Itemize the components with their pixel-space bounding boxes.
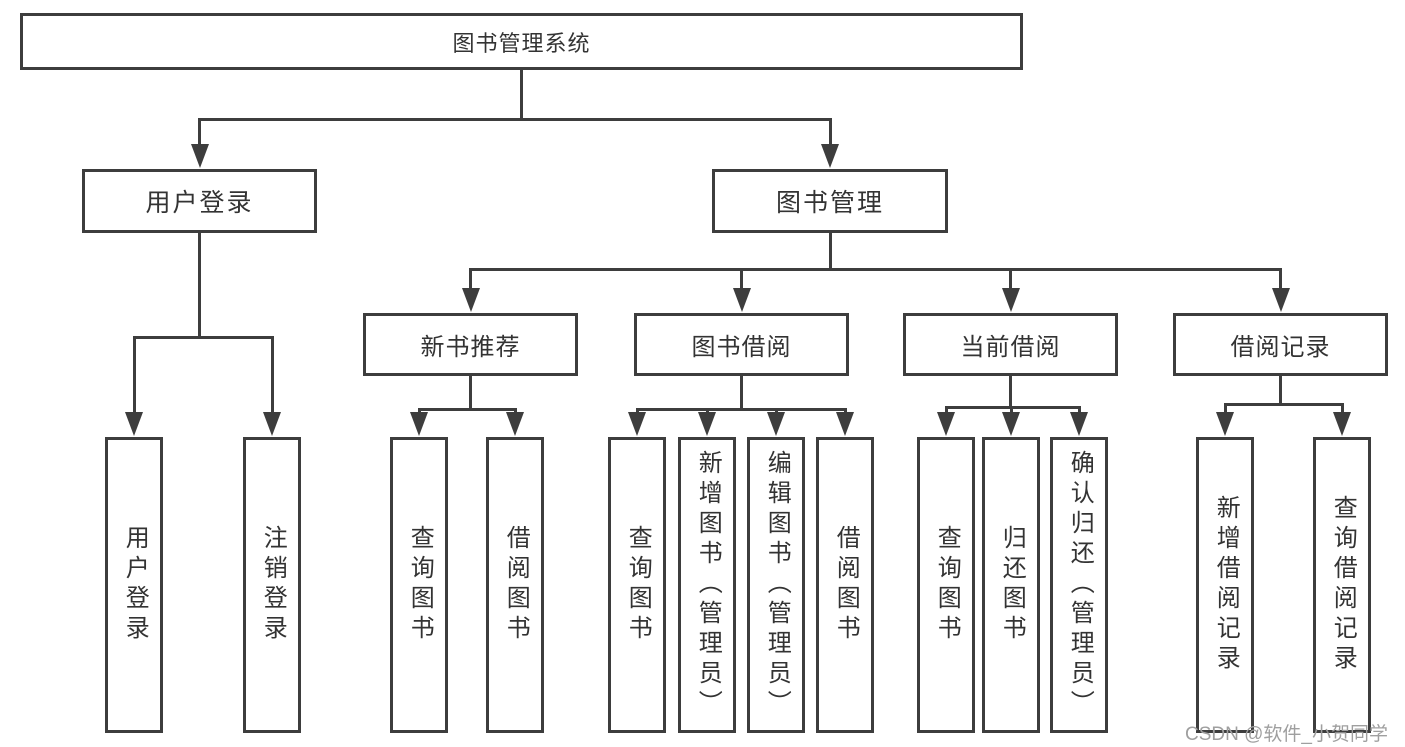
leaf-label: 查询借阅记录 (1329, 495, 1357, 675)
connector-drop (635, 408, 639, 414)
connector-bar (944, 406, 1081, 409)
connector-arrowhead (190, 144, 209, 168)
connector-bar (417, 408, 517, 411)
connector-drop (469, 268, 472, 290)
connector-arrowhead (821, 144, 839, 168)
connector-drop (705, 408, 709, 414)
leaf-label: 查询图书 (933, 525, 961, 645)
connector-bar (132, 336, 274, 339)
leaf-label: 确认归还（管理员） (1066, 450, 1094, 720)
connector-stem (469, 376, 472, 411)
connector-arrowhead (263, 412, 281, 436)
connector-bar (469, 268, 1282, 271)
connector-drop (1279, 268, 1282, 290)
leaf-add-book-admin: 新增图书（管理员） (678, 437, 736, 733)
node-borrowing-records: 借阅记录 (1173, 313, 1388, 376)
connector-arrowhead (1333, 412, 1351, 436)
leaf-label: 借阅图书 (502, 525, 530, 645)
connector-drop (1009, 268, 1012, 290)
leaf-edit-book-admin: 编辑图书（管理员） (747, 437, 805, 733)
leaf-borrow-books-recommend: 借阅图书 (486, 437, 544, 733)
leaf-label: 编辑图书（管理员） (763, 450, 791, 720)
node-current-borrowing: 当前借阅 (903, 313, 1118, 376)
leaf-query-books-current: 查询图书 (917, 437, 975, 733)
connector-drop (417, 408, 421, 414)
leaf-logout: 注销登录 (243, 437, 301, 733)
connector-drop (774, 408, 778, 414)
connector-arrowhead (732, 288, 751, 312)
node-library-management-system: 图书管理系统 (20, 13, 1023, 70)
leaf-label: 查询图书 (624, 525, 652, 645)
leaf-add-borrow-record: 新增借阅记录 (1196, 437, 1254, 733)
leaf-label: 借阅图书 (832, 525, 860, 645)
node-book-borrowing: 图书借阅 (634, 313, 849, 376)
connector-drop (843, 408, 847, 414)
connector-arrowhead (836, 412, 854, 436)
connector-drop (198, 118, 201, 146)
leaf-label: 查询图书 (406, 525, 434, 645)
connector-arrowhead (1070, 412, 1088, 436)
connector-arrowhead (628, 412, 646, 436)
connector-stem (740, 376, 743, 411)
leaf-label: 注销登录 (259, 525, 287, 645)
connector-stem (1279, 376, 1282, 406)
leaf-query-borrow-record: 查询借阅记录 (1313, 437, 1371, 733)
node-book-management: 图书管理 (712, 169, 948, 233)
connector-bar (635, 408, 847, 411)
connector-drop (270, 336, 274, 414)
node-user-login: 用户登录 (82, 169, 317, 233)
connector-bar (197, 118, 832, 121)
leaf-query-books-recommend: 查询图书 (390, 437, 448, 733)
connector-drop (1340, 403, 1344, 414)
leaf-label: 用户登录 (121, 525, 149, 645)
leaf-return-book: 归还图书 (982, 437, 1040, 733)
leaf-confirm-return-admin: 确认归还（管理员） (1050, 437, 1108, 733)
connector-arrowhead (1216, 412, 1234, 436)
connector-arrowhead (767, 412, 785, 436)
connector-drop (132, 336, 136, 414)
connector-arrowhead (506, 412, 524, 436)
connector-stem (520, 70, 523, 121)
connector-drop (1077, 406, 1081, 414)
connector-arrowhead (937, 412, 955, 436)
connector-stem (828, 233, 832, 271)
leaf-query-books-borrowing: 查询图书 (608, 437, 666, 733)
connector-drop (944, 406, 948, 414)
connector-drop (513, 408, 517, 414)
connector-arrowhead (1271, 288, 1290, 312)
connector-bar (1223, 403, 1344, 406)
leaf-borrow-books: 借阅图书 (816, 437, 874, 733)
connector-arrowhead (461, 288, 480, 312)
connector-drop (828, 118, 832, 146)
leaf-label: 新增借阅记录 (1212, 495, 1240, 675)
connector-arrowhead (698, 412, 716, 436)
watermark: CSDN @软件_小贺同学 (1185, 724, 1388, 745)
connector-stem (1009, 376, 1012, 409)
connector-drop (1009, 406, 1013, 414)
leaf-user-login: 用户登录 (105, 437, 163, 733)
connector-drop (1223, 403, 1227, 414)
connector-stem (198, 233, 201, 339)
node-new-book-recommendation: 新书推荐 (363, 313, 578, 376)
connector-arrowhead (410, 412, 428, 436)
connector-drop (740, 268, 743, 290)
leaf-label: 新增图书（管理员） (694, 450, 722, 720)
leaf-label: 归还图书 (998, 525, 1026, 645)
connector-arrowhead (1001, 288, 1020, 312)
connector-arrowhead (1002, 412, 1020, 436)
connector-arrowhead (125, 412, 143, 436)
